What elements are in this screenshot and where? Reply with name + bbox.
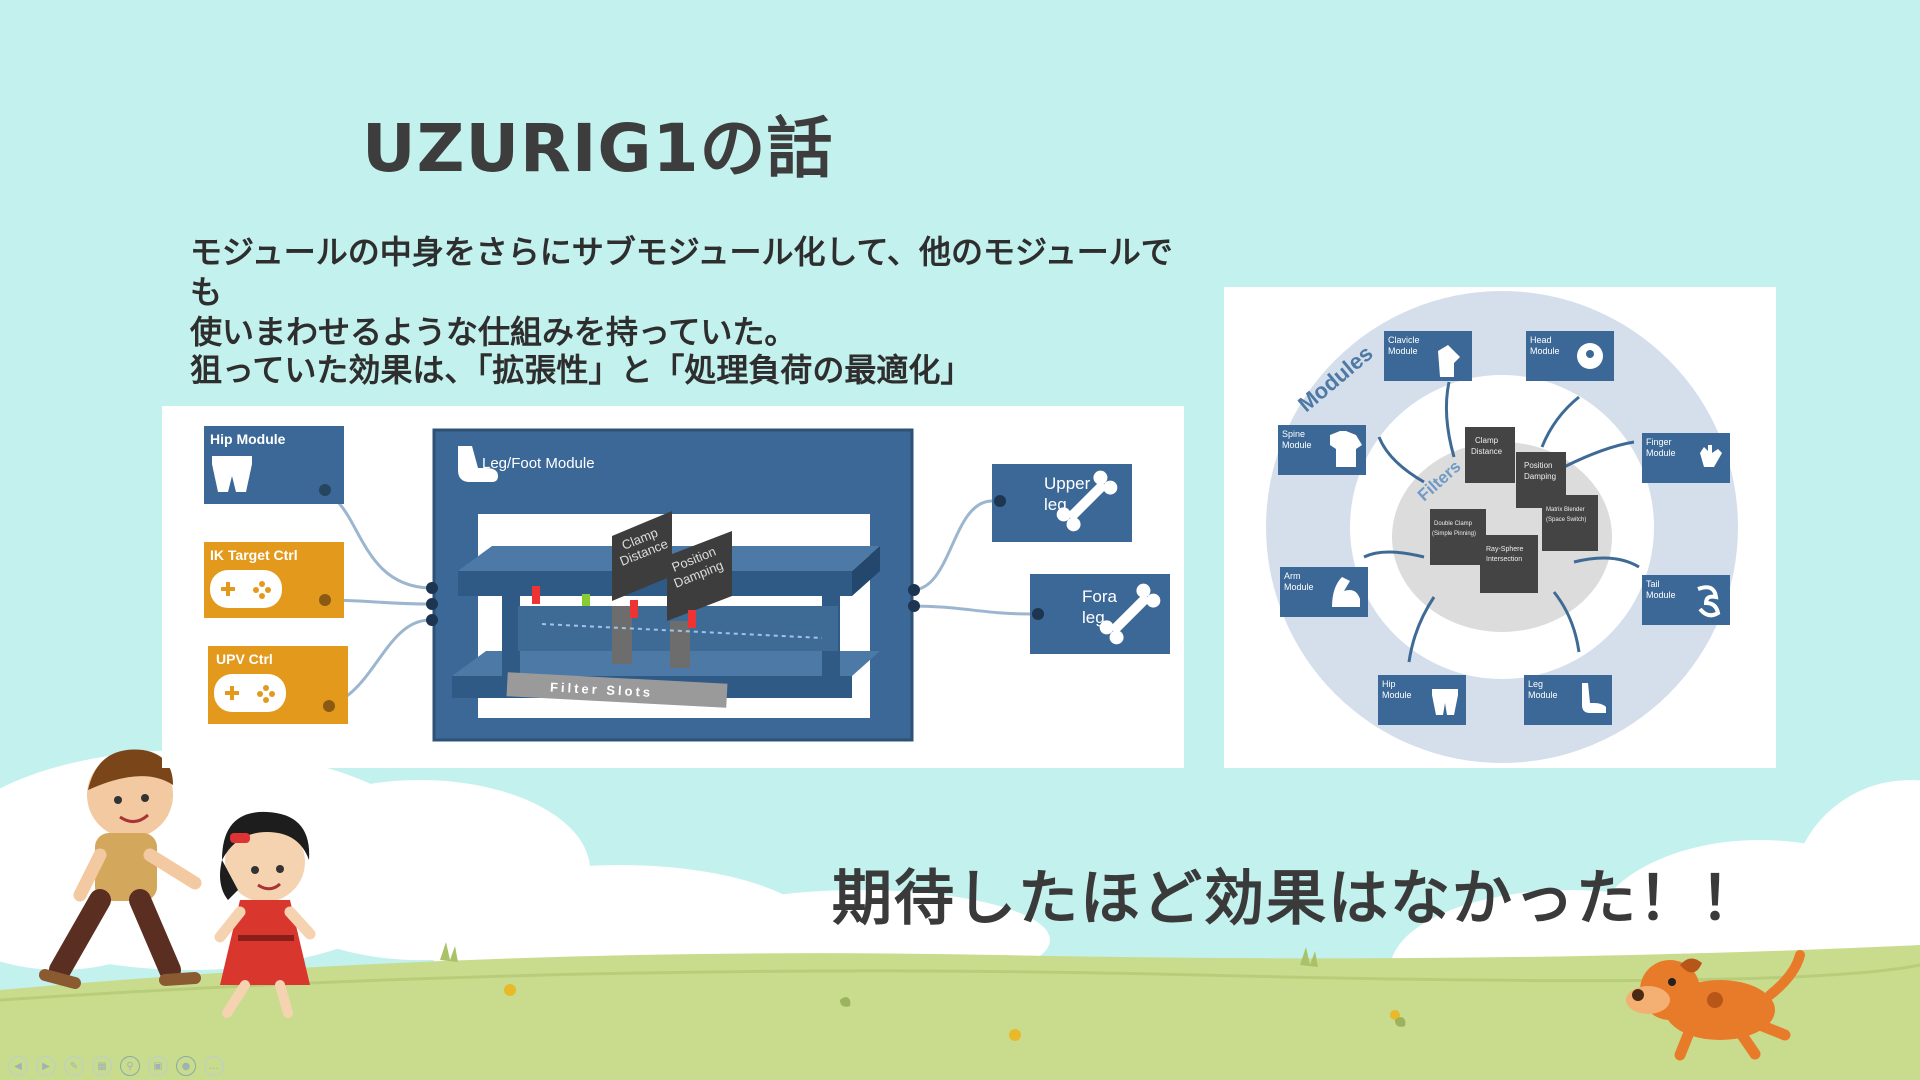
fora-leg-label-1: Fora <box>1082 587 1118 606</box>
hip-module-right: Hip Module <box>1378 675 1466 725</box>
hip-module-label: Hip Module <box>210 431 286 447</box>
svg-text:Leg: Leg <box>1528 679 1543 689</box>
hip-module-node: Hip Module <box>204 426 344 504</box>
svg-text:Module: Module <box>1530 346 1560 356</box>
arm-module: Arm Module <box>1280 567 1368 617</box>
zoom-icon[interactable]: ⚲ <box>120 1056 140 1076</box>
body-line-3: 狙っていた効果は、「拡張性」と「処理負荷の最適化」 <box>190 351 973 389</box>
upper-leg-label-1: Upper <box>1044 474 1091 493</box>
svg-text:Position: Position <box>1524 461 1552 470</box>
slot-pins <box>532 586 696 628</box>
ik-target-ctrl-node: IK Target Ctrl <box>204 542 344 618</box>
svg-text:Hip: Hip <box>1382 679 1396 689</box>
bone-icon <box>1056 470 1118 532</box>
tail-icon <box>1697 585 1721 618</box>
svg-text:Module: Module <box>1388 346 1418 356</box>
shirt-icon <box>1438 345 1460 377</box>
bone-icon <box>1099 583 1161 645</box>
module-arrows <box>1363 381 1640 663</box>
arm-icon <box>1332 577 1360 607</box>
svg-text:Module: Module <box>1528 690 1558 700</box>
slide-body: モジュールの中身をさらにサブモジュール化して、他のモジュールでも 使いまわせるよ… <box>190 232 1190 352</box>
svg-text:Clavicle: Clavicle <box>1388 335 1420 345</box>
svg-text:Module: Module <box>1282 440 1312 450</box>
upv-ctrl-label: UPV Ctrl <box>216 651 273 667</box>
gamepad-icon <box>210 570 282 608</box>
hand-icon <box>1700 445 1722 467</box>
svg-text:Module: Module <box>1646 590 1676 600</box>
position-damping-filter: Position Damping <box>667 531 732 668</box>
fora-leg-node: Fora leg <box>1030 574 1170 654</box>
svg-text:(Space Switch): (Space Switch) <box>1546 517 1586 523</box>
svg-text:Head: Head <box>1530 335 1552 345</box>
svg-text:Ray-Sphere: Ray-Sphere <box>1486 546 1523 553</box>
upper-leg-node: Upper leg <box>992 464 1132 542</box>
camera-icon[interactable]: ● <box>176 1056 196 1076</box>
leg-module-diagram: Hip Module IK Target Ctrl UPV Ctrl <box>162 406 1184 768</box>
body-line-1: モジュールの中身をさらにサブモジュール化して、他のモジュールでも <box>190 233 1173 311</box>
svg-text:Spine: Spine <box>1282 429 1305 439</box>
upv-ctrl-node: UPV Ctrl <box>208 646 348 724</box>
girl-illustration <box>214 811 316 1018</box>
svg-text:Distance: Distance <box>1471 447 1503 456</box>
clamp-distance-filter: Clamp Distance <box>612 511 672 664</box>
svg-text:Module: Module <box>1646 448 1676 458</box>
svg-text:Finger: Finger <box>1646 437 1672 447</box>
previous-slide-icon[interactable]: ◀ <box>8 1056 28 1076</box>
shirt-icon <box>1330 431 1362 467</box>
svg-text:(Simple Pinning): (Simple Pinning) <box>1432 531 1476 537</box>
gamepad-icon <box>214 674 286 712</box>
svg-text:Module: Module <box>1284 582 1314 592</box>
presentation-toolbar: ◀ ▶ ✎ ▦ ⚲ ▣ ● … <box>8 1056 224 1076</box>
foot-icon <box>1582 683 1606 713</box>
svg-text:Intersection: Intersection <box>1486 556 1522 563</box>
shorts-icon <box>1432 689 1458 715</box>
finger-module: Finger Module <box>1642 433 1730 483</box>
conclusion-text: 期待したほど効果はなかった！！ <box>832 864 1762 934</box>
svg-text:Damping: Damping <box>1524 472 1556 481</box>
svg-text:Matrix Blender: Matrix Blender <box>1546 507 1585 513</box>
leg-foot-module-label: Leg/Foot Module <box>482 455 595 472</box>
svg-text:Double Clamp: Double Clamp <box>1434 521 1473 527</box>
slide-title: UZURIG1の話 <box>362 110 834 187</box>
ik-target-label: IK Target Ctrl <box>210 547 298 563</box>
tail-module: Tail Module <box>1642 575 1730 625</box>
pen-icon[interactable]: ✎ <box>64 1056 84 1076</box>
head-module: Head Module <box>1526 331 1614 381</box>
foot-icon <box>458 446 498 482</box>
svg-text:Tail: Tail <box>1646 579 1660 589</box>
body-line-2: 使いまわせるような仕組みを持っていた。 <box>190 313 797 351</box>
filter-slots-label: Filter Slots <box>550 680 654 700</box>
svg-text:Module: Module <box>1382 690 1412 700</box>
spine-module: Spine Module <box>1278 425 1366 475</box>
slides-grid-icon[interactable]: ▦ <box>92 1056 112 1076</box>
shorts-icon <box>212 456 252 492</box>
svg-text:Clamp: Clamp <box>1475 436 1499 445</box>
more-options-icon[interactable]: … <box>204 1056 224 1076</box>
clavicle-module: Clavicle Module <box>1384 331 1472 381</box>
svg-text:Arm: Arm <box>1284 571 1301 581</box>
boy-illustration <box>39 749 202 989</box>
fora-leg-label-2: leg <box>1082 608 1105 627</box>
next-slide-icon[interactable]: ▶ <box>36 1056 56 1076</box>
leg-module-right: Leg Module <box>1524 675 1612 725</box>
leg-foot-module-node: Leg/Foot Module Clamp Distance Position <box>426 428 920 742</box>
subtitles-icon[interactable]: ▣ <box>148 1056 168 1076</box>
dog-illustration <box>1626 950 1805 1061</box>
